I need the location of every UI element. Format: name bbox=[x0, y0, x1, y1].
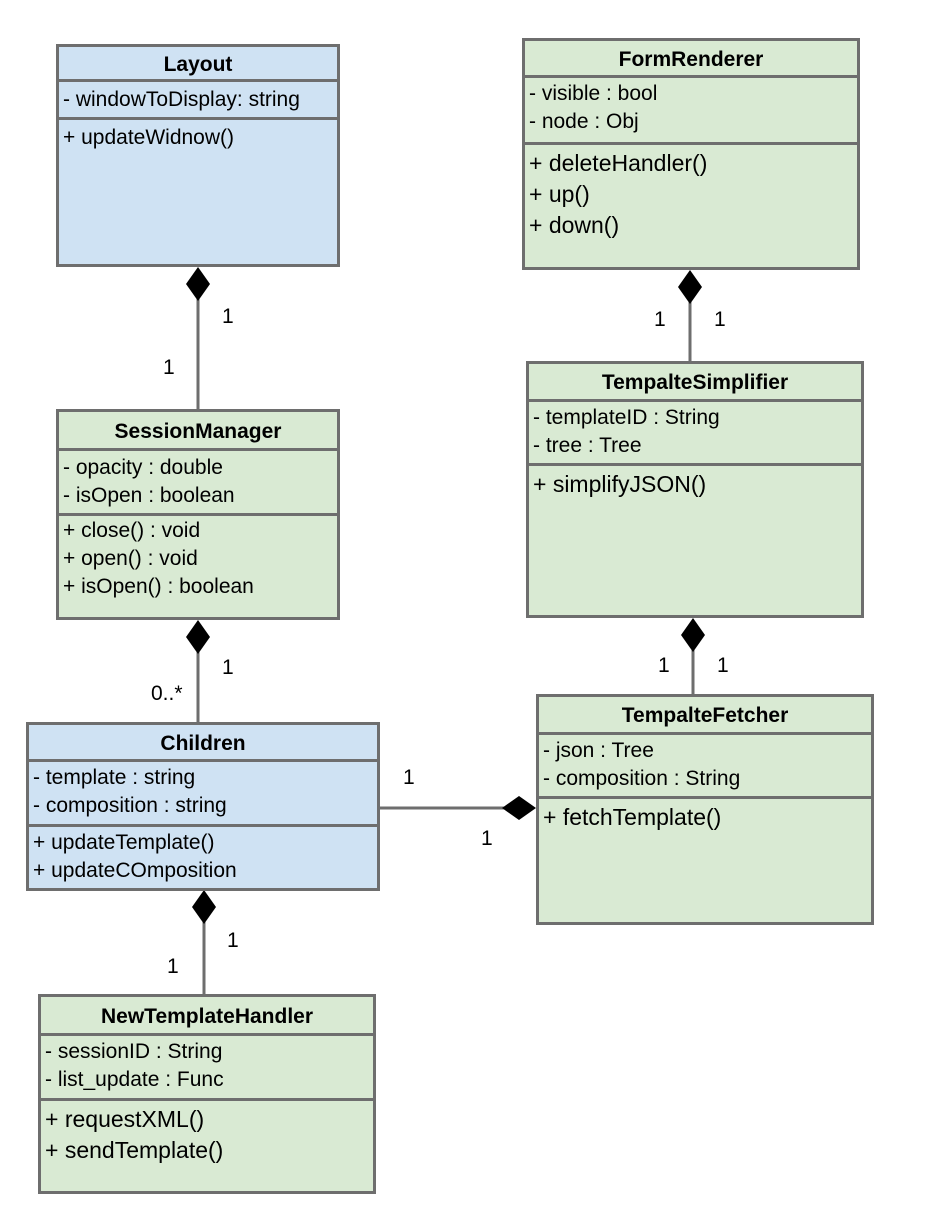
class-children[interactable]: Children - template : string - compositi… bbox=[26, 722, 380, 891]
class-newtemplatehandler[interactable]: NewTemplateHandler - sessionID : String … bbox=[38, 994, 376, 1194]
class-formrenderer[interactable]: FormRenderer - visible : bool - node : O… bbox=[522, 38, 860, 270]
composition-diamond-tempaltesimplifier bbox=[681, 618, 705, 652]
class-methods: + requestXML() + sendTemplate() bbox=[41, 1101, 373, 1191]
class-attributes: - template : string - composition : stri… bbox=[29, 762, 377, 827]
multiplicity-tempaltesimplifier-end: 1 bbox=[654, 308, 666, 331]
class-attributes: - windowToDisplay: string bbox=[59, 82, 337, 120]
class-tempaltesimplifier[interactable]: TempalteSimplifier - templateID : String… bbox=[526, 361, 864, 618]
method-isopen: + isOpen() : boolean bbox=[63, 575, 254, 598]
attribute-windowtodisplay: - windowToDisplay: string bbox=[63, 88, 300, 111]
class-name: Children bbox=[29, 725, 377, 762]
class-attributes: - opacity : double - isOpen : boolean bbox=[59, 451, 337, 516]
multiplicity-sessionmanager-end: 1 bbox=[163, 356, 175, 379]
method-open: + open() : void bbox=[63, 547, 198, 570]
multiplicity-sessionmanager-children-whole: 1 bbox=[222, 656, 234, 679]
multiplicity-tempaltefetcher-part: 1 bbox=[658, 654, 670, 677]
class-name: FormRenderer bbox=[525, 41, 857, 78]
multiplicity-children-handler-whole: 1 bbox=[227, 929, 239, 952]
attribute-templateid: - templateID : String bbox=[533, 406, 720, 429]
class-tempaltefetcher[interactable]: TempalteFetcher - json : Tree - composit… bbox=[536, 694, 874, 925]
attribute-node: - node : Obj bbox=[529, 110, 639, 133]
multiplicity-layout-end: 1 bbox=[222, 305, 234, 328]
attribute-tree: - tree : Tree bbox=[533, 434, 642, 457]
class-name: TempalteSimplifier bbox=[529, 364, 861, 402]
class-methods: + simplifyJSON() bbox=[529, 466, 861, 615]
method-updatewidnow: + updateWidnow() bbox=[63, 126, 235, 149]
method-simplifyjson: + simplifyJSON() bbox=[533, 471, 707, 497]
composition-diamond-tempaltefetcher bbox=[502, 796, 536, 820]
multiplicity-tempaltesimplifier-fetcher-whole: 1 bbox=[717, 654, 729, 677]
attribute-sessionid: - sessionID : String bbox=[45, 1040, 223, 1063]
composition-diamond-children bbox=[192, 890, 216, 924]
method-close: + close() : void bbox=[63, 519, 201, 542]
attribute-json: - json : Tree bbox=[543, 739, 654, 762]
class-methods: + updateTemplate() + updateCOmposition bbox=[29, 827, 377, 888]
multiplicity-children-part: 0..* bbox=[151, 682, 183, 705]
class-name: NewTemplateHandler bbox=[41, 997, 373, 1036]
class-attributes: - sessionID : String - list_update : Fun… bbox=[41, 1036, 373, 1101]
method-fetchtemplate: + fetchTemplate() bbox=[543, 804, 722, 830]
method-updatetemplate: + updateTemplate() bbox=[33, 831, 215, 854]
class-methods: + updateWidnow() bbox=[59, 120, 337, 264]
attribute-isopen: - isOpen : boolean bbox=[63, 484, 235, 507]
class-methods: + fetchTemplate() bbox=[539, 799, 871, 922]
multiplicity-children-fetcher-part: 1 bbox=[403, 766, 415, 789]
composition-diamond-formrenderer bbox=[678, 270, 702, 304]
attribute-visible: - visible : bool bbox=[529, 82, 658, 105]
attribute-list-update: - list_update : Func bbox=[45, 1068, 224, 1091]
class-attributes: - visible : bool - node : Obj bbox=[525, 78, 857, 145]
attribute-composition: - composition : string bbox=[33, 794, 227, 817]
multiplicity-formrenderer-end: 1 bbox=[714, 308, 726, 331]
class-layout[interactable]: Layout - windowToDisplay: string + updat… bbox=[56, 44, 340, 267]
class-name: SessionManager bbox=[59, 412, 337, 451]
method-sendtemplate: + sendTemplate() bbox=[45, 1137, 224, 1163]
multiplicity-newtemplatehandler-part: 1 bbox=[167, 955, 179, 978]
class-sessionmanager[interactable]: SessionManager - opacity : double - isOp… bbox=[56, 409, 340, 620]
method-deletehandler: + deleteHandler() bbox=[529, 150, 708, 176]
class-methods: + deleteHandler() + up() + down() bbox=[525, 145, 857, 267]
method-requestxml: + requestXML() bbox=[45, 1106, 205, 1132]
class-name: Layout bbox=[59, 47, 337, 82]
method-up: + up() bbox=[529, 181, 590, 207]
class-attributes: - json : Tree - composition : String bbox=[539, 735, 871, 799]
method-updatecomposition: + updateCOmposition bbox=[33, 859, 237, 882]
composition-diamond-sessionmanager bbox=[186, 620, 210, 654]
method-down: + down() bbox=[529, 212, 620, 238]
attribute-opacity: - opacity : double bbox=[63, 456, 223, 479]
class-attributes: - templateID : String - tree : Tree bbox=[529, 402, 861, 466]
class-name: TempalteFetcher bbox=[539, 697, 871, 735]
class-methods: + close() : void + open() : void + isOpe… bbox=[59, 516, 337, 617]
attribute-template: - template : string bbox=[33, 766, 196, 789]
attribute-composition: - composition : String bbox=[543, 767, 741, 790]
composition-diamond-layout bbox=[186, 267, 210, 301]
multiplicity-tempaltefetcher-whole: 1 bbox=[481, 827, 493, 850]
